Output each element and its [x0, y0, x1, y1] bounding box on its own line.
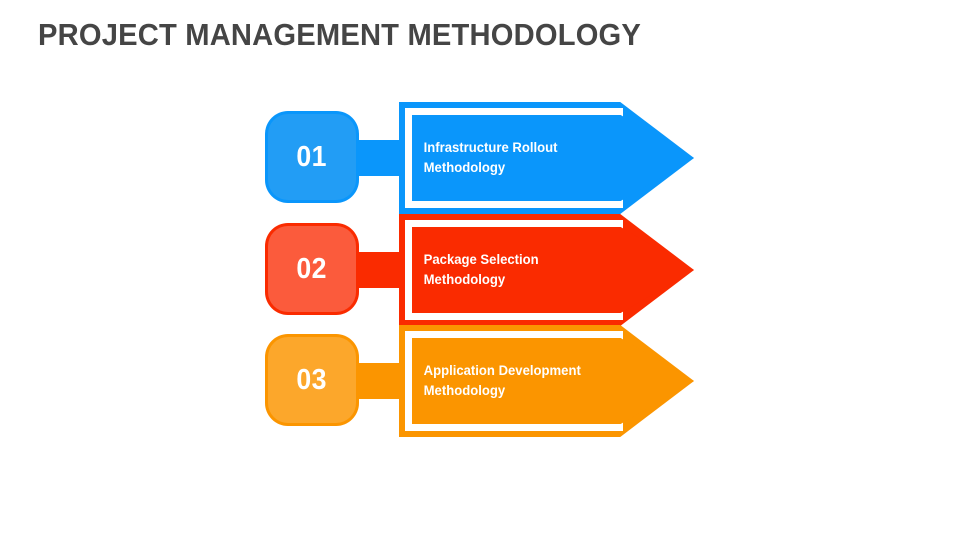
- page-title: PROJECT MANAGEMENT METHODOLOGY: [38, 17, 642, 52]
- step-label-3: Application Development Methodology: [412, 361, 581, 400]
- step-label-line2-2: Methodology: [423, 272, 506, 287]
- step-number-3: 03: [296, 363, 328, 396]
- step-number-1: 01: [296, 140, 328, 173]
- step-arrow-1[interactable]: Infrastructure Rollout Methodology: [399, 102, 694, 214]
- step-label-2: Package Selection Methodology: [412, 250, 539, 289]
- step-label-line2-1: Methodology: [423, 160, 506, 175]
- step-number-tile-1[interactable]: 01: [268, 114, 356, 200]
- step-label-line1-1: Infrastructure Rollout: [423, 140, 558, 156]
- step-label-line1-3: Application Development: [423, 363, 581, 379]
- step-arrow-2[interactable]: Package Selection Methodology: [399, 214, 694, 326]
- process-step-1[interactable]: Infrastructure Rollout Methodology 01: [268, 102, 698, 214]
- step-number-tile-3[interactable]: 03: [268, 337, 356, 423]
- step-label-line1-2: Package Selection: [423, 252, 539, 268]
- process-step-2[interactable]: Package Selection Methodology 02: [268, 214, 698, 326]
- process-step-3[interactable]: Application Development Methodology 03: [268, 325, 698, 437]
- step-number-tile-2[interactable]: 02: [268, 226, 356, 312]
- step-arrow-3[interactable]: Application Development Methodology: [399, 325, 694, 437]
- step-label-line2-3: Methodology: [423, 383, 506, 398]
- step-label-1: Infrastructure Rollout Methodology: [412, 138, 558, 177]
- step-number-2: 02: [296, 252, 328, 285]
